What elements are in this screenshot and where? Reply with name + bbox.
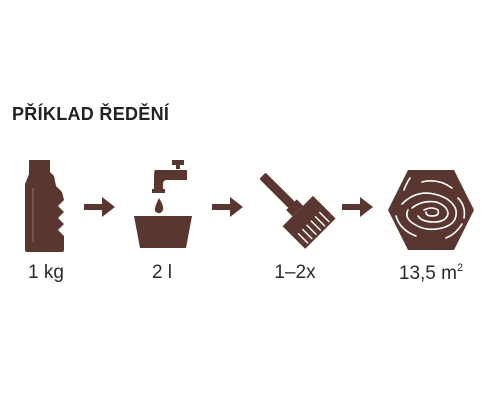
arrow-right-icon — [84, 196, 116, 223]
arrow-right-icon — [212, 196, 244, 223]
wood-log-hexagon-icon — [386, 168, 476, 257]
bottle-icon — [22, 160, 70, 257]
arrow-right-icon — [342, 196, 374, 223]
step-label-amount: 1 kg — [28, 262, 64, 283]
step-label-coverage: 13,5 m2 — [381, 262, 481, 285]
coverage-unit-exponent: 2 — [456, 262, 464, 274]
paint-brush-icon — [256, 170, 336, 255]
step-label-coats: 1–2x — [274, 262, 316, 283]
water-tap-bucket-icon — [132, 160, 194, 257]
step-label-water: 2 l — [151, 262, 173, 283]
page-title: PŘÍKLAD ŘEDĚNÍ — [12, 104, 170, 124]
coverage-value: 13,5 m — [398, 263, 457, 284]
